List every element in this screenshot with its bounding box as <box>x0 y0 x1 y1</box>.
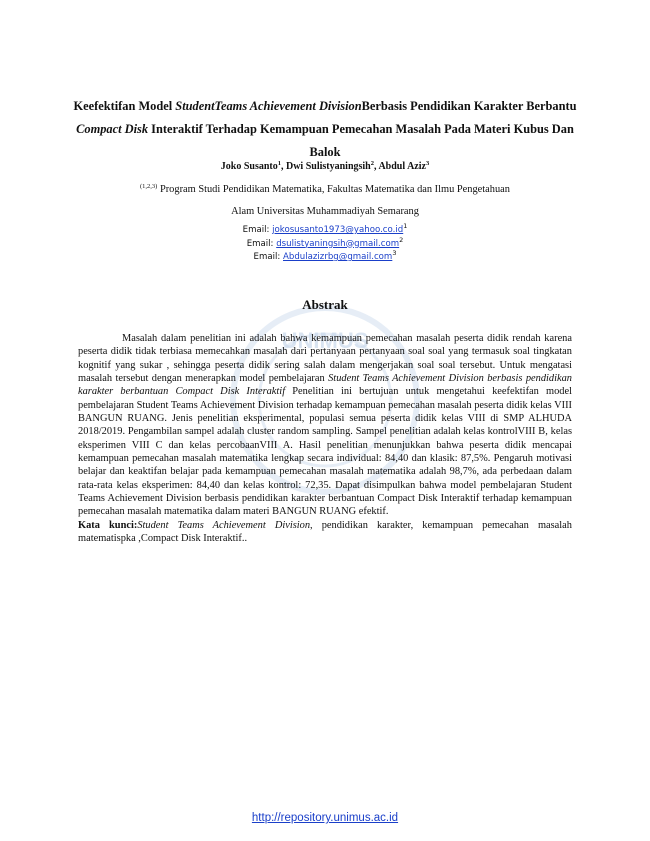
affiliation: (1,2,3) Program Studi Pendidikan Matemat… <box>140 183 510 217</box>
abstract-paragraph: Masalah dalam penelitian ini adalah bahw… <box>78 333 572 518</box>
footer: http://repository.unimus.ac.id <box>0 812 650 824</box>
repository-link[interactable]: http://repository.unimus.ac.id <box>251 812 399 824</box>
abstract-body: Masalah dalam penelitian ini adalah bahw… <box>78 332 572 546</box>
paper-title: Keefektifan Model StudentTeams Achieveme… <box>73 99 577 159</box>
email-list: Email: jokosusanto1973@yahoo.co.id1 Emai… <box>0 222 650 265</box>
abstract-heading: Abstrak <box>302 297 348 312</box>
email-link-2[interactable]: dsulistyaningsih@gmail.com <box>276 238 400 249</box>
email-line-1: Email: jokosusanto1973@yahoo.co.id1 <box>242 222 408 235</box>
email-line-3: Email: Abdulazizrbg@gmail.com3 <box>253 249 397 262</box>
email-link-3[interactable]: Abdulazizrbg@gmail.com <box>283 252 393 262</box>
email-line-2: Email: dsulistyaningsih@gmail.com2 <box>246 235 404 249</box>
author-list: Joko Susanto1, Dwi Sulistyaningsih2, Abd… <box>220 160 430 172</box>
keywords: Kata kunci:Student Teams Achievement Div… <box>78 519 572 545</box>
email-link-1[interactable]: jokosusanto1973@yahoo.co.id <box>272 225 404 235</box>
